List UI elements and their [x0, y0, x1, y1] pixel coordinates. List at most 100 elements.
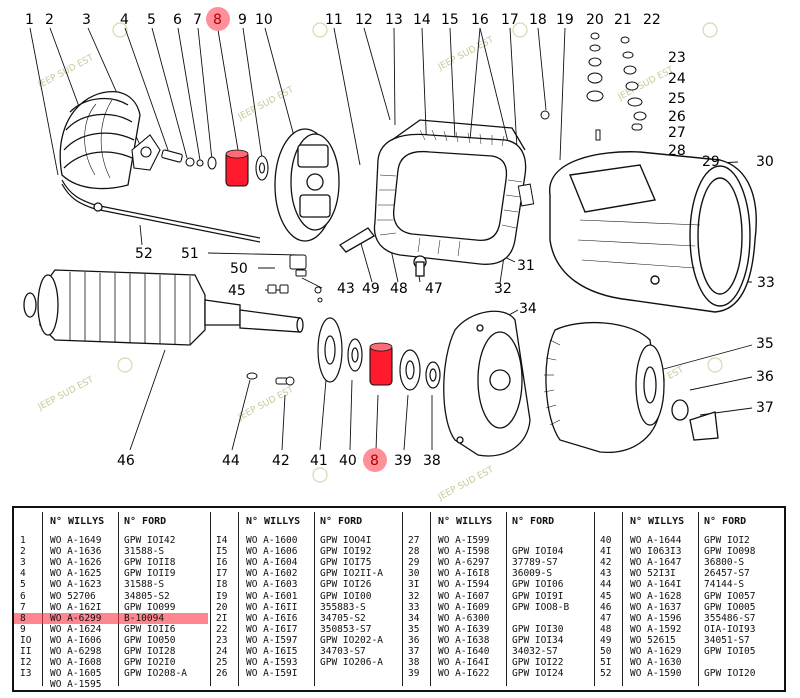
callout-17: 17 — [501, 12, 519, 28]
willys-part-number: WO A-1626 — [50, 557, 102, 569]
ford-part-number: GPW IO005 — [704, 601, 756, 613]
ford-part-number: 355883-S — [320, 601, 366, 613]
ford-part-number: GPW IO202-A — [320, 634, 383, 646]
header-willys: N° WILLYS — [438, 516, 493, 527]
column-divider — [506, 512, 507, 686]
callout-50: 50 — [230, 261, 248, 277]
ref-number: I4 — [216, 535, 228, 546]
callout-18: 18 — [529, 12, 547, 28]
callout-12: 12 — [355, 12, 373, 28]
willys-part-number: WO A-I6II — [246, 601, 298, 613]
willys-part-number: WO A-I601 — [246, 590, 298, 602]
willys-part-number: WO A-I59I — [246, 668, 298, 680]
ref-number: I6 — [216, 557, 228, 569]
willys-part-number: WO A-1644 — [630, 535, 682, 546]
willys-part-number: WO A-1636 — [50, 546, 102, 558]
willys-part-number: WO A-I607 — [438, 590, 490, 602]
willys-part-number: WO A-I599 — [438, 535, 490, 546]
callout-15: 15 — [441, 12, 459, 28]
watermark: JEEP SUD EST — [236, 385, 296, 423]
callout-10: 10 — [255, 12, 273, 28]
willys-part-number: WO A-I606 — [50, 634, 102, 646]
callout-48: 48 — [390, 281, 408, 297]
header-willys: N° WILLYS — [630, 516, 685, 527]
willys-part-number: WO A-I593 — [246, 657, 298, 669]
ref-number: 45 — [600, 590, 612, 602]
ref-number: 37 — [408, 646, 420, 657]
willys-part-number: WO A-I609 — [438, 601, 490, 613]
ref-number: 29 — [408, 557, 420, 569]
column-divider — [622, 512, 623, 686]
gear-housing — [543, 322, 719, 454]
ref-number: 47 — [600, 612, 612, 624]
ford-part-number: 26457-S7 — [704, 568, 750, 580]
willys-part-number: WO A-162I — [50, 601, 102, 613]
willys-part-number: WO A-1590 — [630, 668, 682, 680]
ford-part-number: 37789-S7 — [512, 557, 558, 569]
callout-26: 26 — [668, 109, 686, 125]
ford-part-number: 34805-S2 — [124, 590, 170, 602]
callout-40: 40 — [339, 453, 357, 469]
callout-3: 3 — [82, 12, 91, 28]
callout-35: 35 — [756, 336, 774, 352]
highlighted-bushing-upper — [225, 149, 249, 187]
ford-part-number: GPW IOI92 — [320, 546, 372, 558]
callout-28: 28 — [668, 143, 686, 159]
willys-part-number: WO A-1647 — [630, 557, 682, 569]
ford-part-number: B-10094 — [124, 612, 165, 624]
willys-part-number: WO I063I3 — [630, 546, 682, 558]
ref-number: 7 — [20, 601, 26, 613]
watermark: JEEP SUD EST — [436, 35, 496, 73]
callout-43: 43 — [337, 281, 355, 297]
ford-part-number: GPW IOI04 — [512, 546, 564, 558]
column-divider — [42, 512, 43, 686]
small-parts-middle — [246, 254, 323, 386]
callout-45: 45 — [228, 283, 246, 299]
header-ford: N° FORD — [512, 516, 555, 527]
willys-part-number: WO A-I639 — [438, 623, 490, 635]
ford-part-number: 36800-S — [704, 557, 745, 569]
ford-part-number: OIA-IOI93 — [704, 623, 756, 635]
ford-part-number: 34032-S7 — [512, 646, 558, 657]
callout-25: 25 — [668, 91, 686, 107]
ford-part-number: 34703-S7 — [320, 646, 366, 657]
ref-number: 23 — [216, 634, 228, 646]
ref-number: 49 — [600, 634, 612, 646]
callout-9: 9 — [238, 12, 247, 28]
header-willys: N° WILLYS — [246, 516, 301, 527]
ref-number: I7 — [216, 568, 228, 580]
ref-number: 40 — [600, 535, 612, 546]
callout-51: 51 — [181, 246, 199, 262]
drive-end-head — [443, 310, 531, 457]
willys-part-number: WO A-I64I — [438, 657, 490, 669]
willys-part-number: WO A-6299 — [50, 612, 102, 624]
ref-number: I3 — [20, 668, 32, 680]
ref-number: II — [20, 646, 32, 657]
willys-part-number: WO 52706 — [50, 590, 96, 602]
ref-number: 20 — [216, 601, 228, 613]
willys-part-number: WO A-1628 — [630, 590, 682, 602]
commutator-end-head — [274, 128, 340, 242]
callout-30: 30 — [756, 154, 774, 170]
group-separator — [402, 512, 403, 686]
